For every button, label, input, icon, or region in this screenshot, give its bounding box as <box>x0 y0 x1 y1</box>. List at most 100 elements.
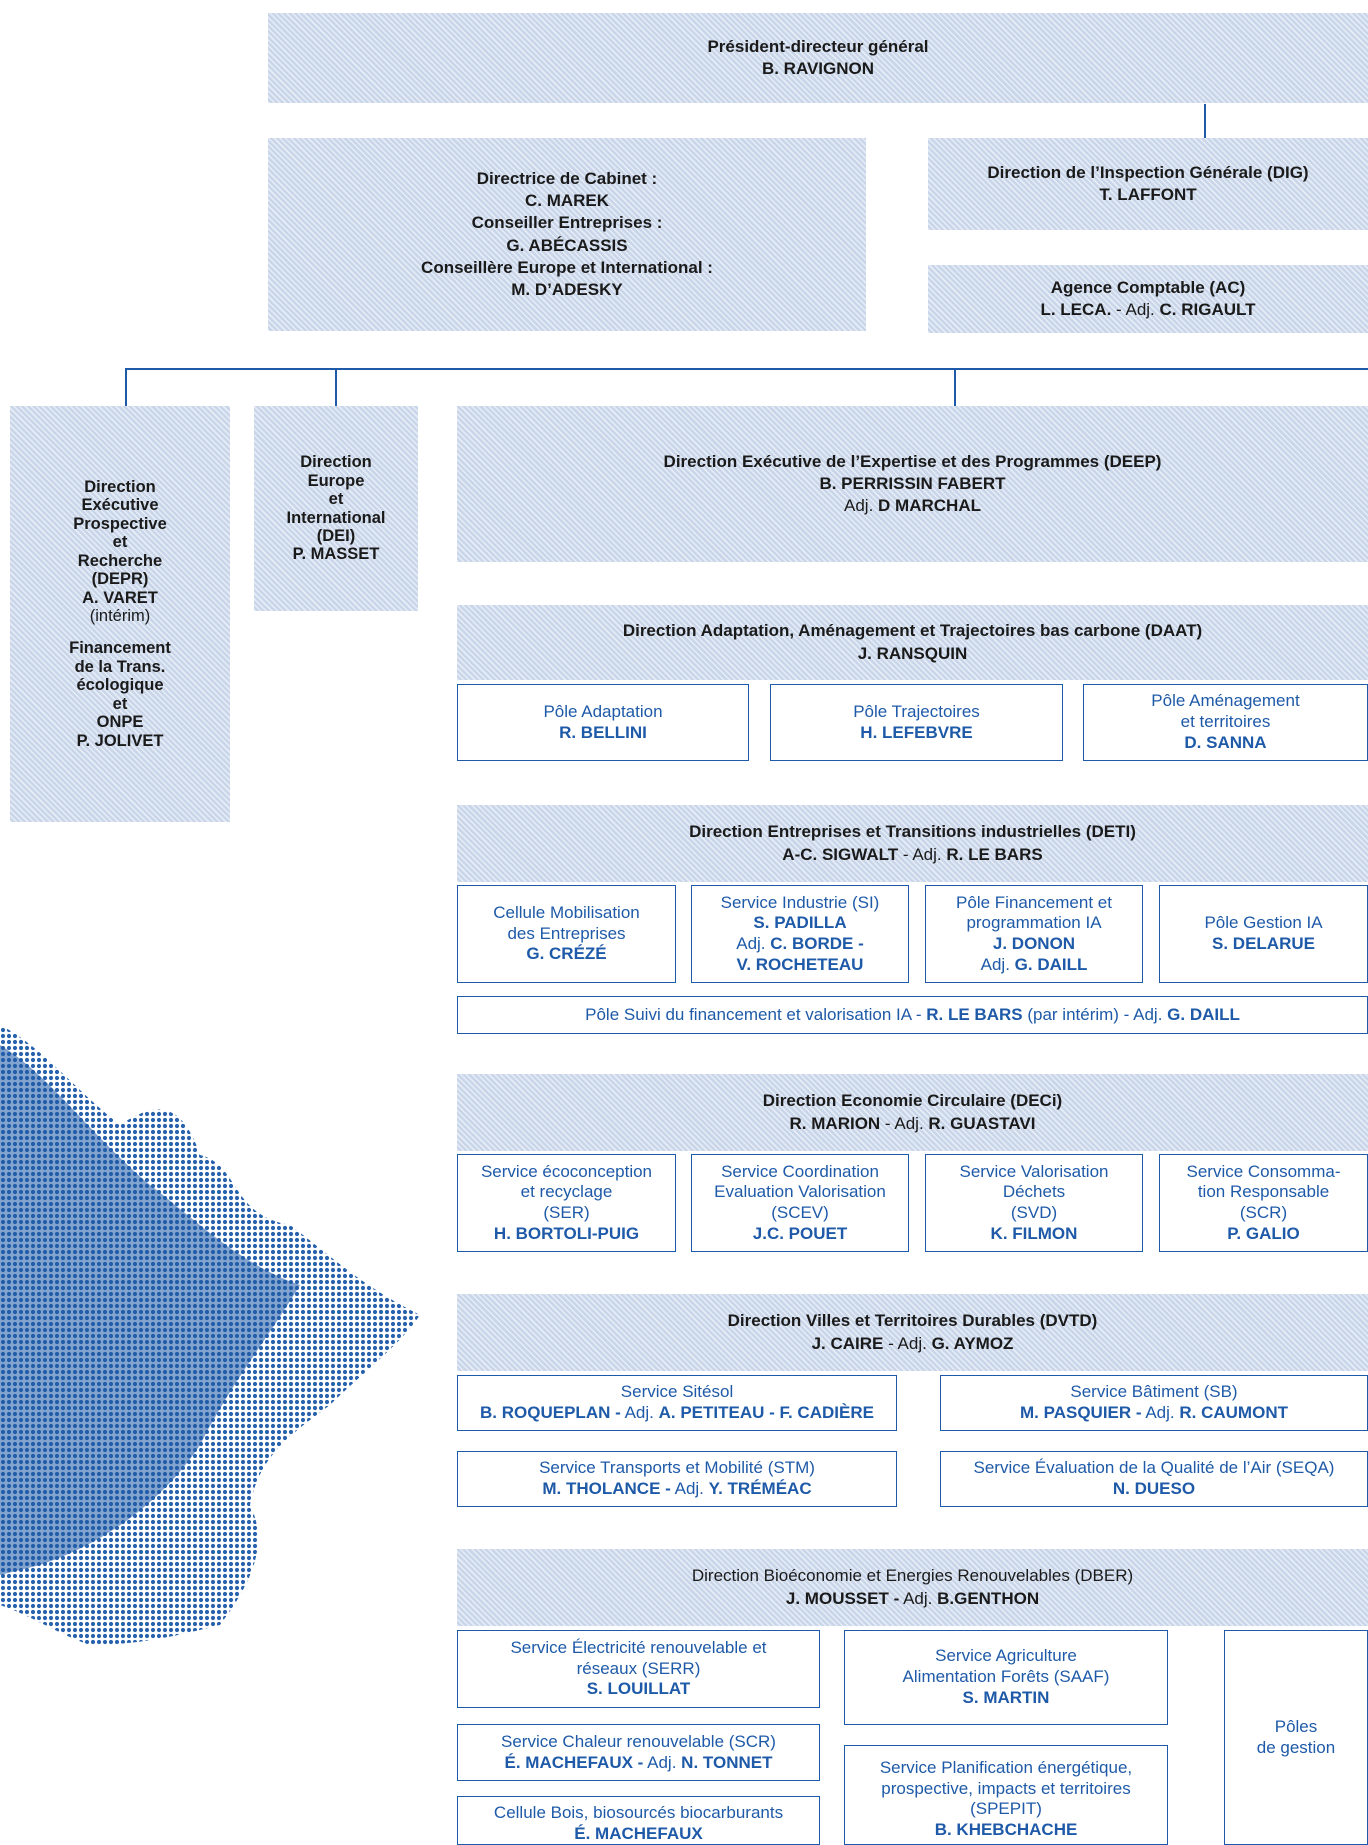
unit-head: S. PADILLA <box>753 913 847 933</box>
pdg-title: Président-directeur général <box>707 36 929 56</box>
pole-adaptation: Pôle Adaptation R. BELLINI <box>457 684 749 761</box>
unit-label: Service Chaleur renouvelable (SCR) <box>501 1731 776 1751</box>
unit-head: K. FILMON <box>990 1223 1078 1243</box>
dig-box: Direction de l’Inspection Générale (DIG)… <box>928 138 1368 230</box>
unit-head: P. GALIO <box>1227 1223 1300 1243</box>
unit-label: (SPEPIT) <box>970 1799 1042 1819</box>
connector-line <box>335 368 337 406</box>
unit-head: J.C. POUET <box>752 1223 848 1243</box>
unit-head: G. CRÉZÉ <box>526 944 607 964</box>
unit-head: S. MARTIN <box>962 1687 1050 1707</box>
unit-label: Cellule Mobilisation <box>493 902 640 922</box>
dvtd-header: Direction Villes et Territoires Durables… <box>457 1294 1368 1371</box>
cabinet-line: Conseillère Europe et International : <box>421 257 713 277</box>
unit-label: Déchets <box>1002 1182 1066 1202</box>
dei-title-line: Direction <box>300 453 372 472</box>
unit-adj: Adj. C. BORDE - <box>736 934 864 953</box>
unit-label: prospective, impacts et territoires <box>881 1778 1131 1798</box>
deep-title: Direction Exécutive de l’Expertise et de… <box>663 451 1162 471</box>
unit-label: (SVD) <box>1010 1203 1058 1222</box>
unit-head: J. DONON <box>992 934 1076 953</box>
service-saaf: Service Agriculture Alimentation Forêts … <box>844 1630 1168 1725</box>
unit-label: Pôle Gestion IA <box>1204 913 1323 933</box>
dei-title-line: Europe <box>307 471 365 490</box>
unit-label: Service Sitésol <box>620 1382 734 1402</box>
dig-title: Direction de l’Inspection Générale (DIG) <box>987 162 1309 182</box>
dig-name: T. LAFFONT <box>1099 185 1197 204</box>
unit-head: B. KHEBCHACHE <box>934 1820 1078 1840</box>
unit-label: Pôles <box>1274 1716 1318 1736</box>
cabinet-box: Directrice de Cabinet : C. MAREK Conseil… <box>268 138 866 331</box>
ac-box: Agence Comptable (AC) L. LECA. - Adj. C.… <box>928 265 1368 333</box>
unit-head: É. MACHEFAUX <box>574 1823 703 1843</box>
pole-label: Pôle Aménagement <box>1151 691 1300 711</box>
unit-label: Service Bâtiment (SB) <box>1070 1382 1238 1402</box>
unit-label: Pôle Financement et <box>956 892 1112 912</box>
deti-title: Direction Entreprises et Transitions ind… <box>689 822 1136 842</box>
unit-head: M. PASQUIER - Adj. R. CAUMONT <box>1020 1403 1288 1422</box>
financement-line: ONPE <box>96 713 144 732</box>
unit-label: (SCEV) <box>771 1203 829 1222</box>
unit-label: (SCR) <box>1239 1203 1288 1222</box>
unit-label: Service Industrie (SI) <box>720 892 880 912</box>
depr-title-line: (DEPR) <box>91 570 149 589</box>
connector-line <box>954 368 956 406</box>
unit-label: Evaluation Valorisation <box>714 1182 886 1202</box>
unit-head: B. ROQUEPLAN - Adj. A. PETITEAU - F. CAD… <box>480 1403 874 1422</box>
pole-financement-ia: Pôle Financement et programmation IA J. … <box>925 885 1143 983</box>
unit-label: Service Électricité renouvelable et <box>510 1637 767 1657</box>
cabinet-line: Directrice de Cabinet : <box>476 169 658 189</box>
depr-title-line: Exécutive <box>81 496 159 515</box>
depr-title-line: Recherche <box>77 551 163 570</box>
unit-label: (SER) <box>543 1203 590 1222</box>
connector-line <box>125 368 127 406</box>
suivi-label: (par intérim) - Adj. <box>1022 1005 1168 1024</box>
financement-line: écologique <box>76 676 164 695</box>
unit-label: Service Agriculture <box>935 1646 1077 1666</box>
ac-names: L. LECA. - Adj. C. RIGAULT <box>1040 300 1256 319</box>
pole-gestion-ia: Pôle Gestion IA S. DELARUE <box>1159 885 1368 983</box>
pole-label: Pôle Trajectoires <box>853 701 980 721</box>
pole-label: et territoires <box>1180 712 1271 732</box>
suivi-label: Pôle Suivi du financement et valorisatio… <box>585 1005 927 1024</box>
unit-head: M. THOLANCE - Adj. Y. TRÉMÉAC <box>542 1479 812 1498</box>
service-scr: Service Consomma- tion Responsable (SCR)… <box>1159 1154 1368 1252</box>
deep-name: B. PERRISSIN FABERT <box>819 473 1006 493</box>
daat-name: J. RANSQUIN <box>857 643 968 663</box>
unit-head: N. DUESO <box>1112 1479 1196 1498</box>
pole-head: D. SANNA <box>1184 732 1267 752</box>
financement-line: Financement <box>69 639 171 658</box>
service-spepit: Service Planification énergétique, prosp… <box>844 1745 1168 1845</box>
cellule-mobilisation: Cellule Mobilisation des Entreprises G. … <box>457 885 676 983</box>
daat-header: Direction Adaptation, Aménagement et Tra… <box>457 605 1368 680</box>
daat-title: Direction Adaptation, Aménagement et Tra… <box>622 621 1203 641</box>
depr-box: Direction Exécutive Prospective et Reche… <box>10 406 230 822</box>
depr-title-line: et <box>112 533 128 552</box>
financement-line: et <box>112 694 128 713</box>
unit-head: S. LOUILLAT <box>586 1679 691 1699</box>
service-ser: Service écoconception et recyclage (SER)… <box>457 1154 676 1252</box>
unit-label: de gestion <box>1256 1737 1336 1757</box>
dei-name: P. MASSET <box>292 545 380 564</box>
unit-label: Service Consomma- <box>1186 1161 1341 1181</box>
service-batiment: Service Bâtiment (SB) M. PASQUIER - Adj.… <box>940 1375 1368 1431</box>
unit-label: Service Valorisation <box>959 1161 1109 1181</box>
deci-title: Direction Economie Circulaire (DECi) <box>762 1091 1063 1111</box>
service-chaleur: Service Chaleur renouvelable (SCR) É. MA… <box>457 1724 820 1781</box>
dei-box: Direction Europe et International (DEI) … <box>254 406 418 611</box>
unit-label: Service Transports et Mobilité (STM) <box>539 1458 815 1478</box>
pdg-name: B. RAVIGNON <box>761 59 875 78</box>
decorative-blue-texture <box>0 1025 420 1645</box>
poles-de-gestion: Pôles de gestion <box>1224 1630 1368 1845</box>
deci-names: R. MARION - Adj. R. GUASTAVI <box>789 1113 1036 1133</box>
cabinet-line: C. MAREK <box>524 191 610 211</box>
connector-line <box>1204 104 1206 138</box>
cellule-bois: Cellule Bois, biosourcés biocarburants É… <box>457 1796 820 1845</box>
unit-label: Cellule Bois, biosourcés biocarburants <box>493 1803 784 1822</box>
service-sitesol: Service Sitésol B. ROQUEPLAN - Adj. A. P… <box>457 1375 897 1431</box>
service-svd: Service Valorisation Déchets (SVD) K. FI… <box>925 1154 1143 1252</box>
pole-amenagement: Pôle Aménagement et territoires D. SANNA <box>1083 684 1368 761</box>
unit-label: Service Coordination <box>721 1161 879 1181</box>
cabinet-line: M. D’ADESKY <box>511 279 623 299</box>
suivi-adj: G. DAILL <box>1167 1005 1240 1024</box>
